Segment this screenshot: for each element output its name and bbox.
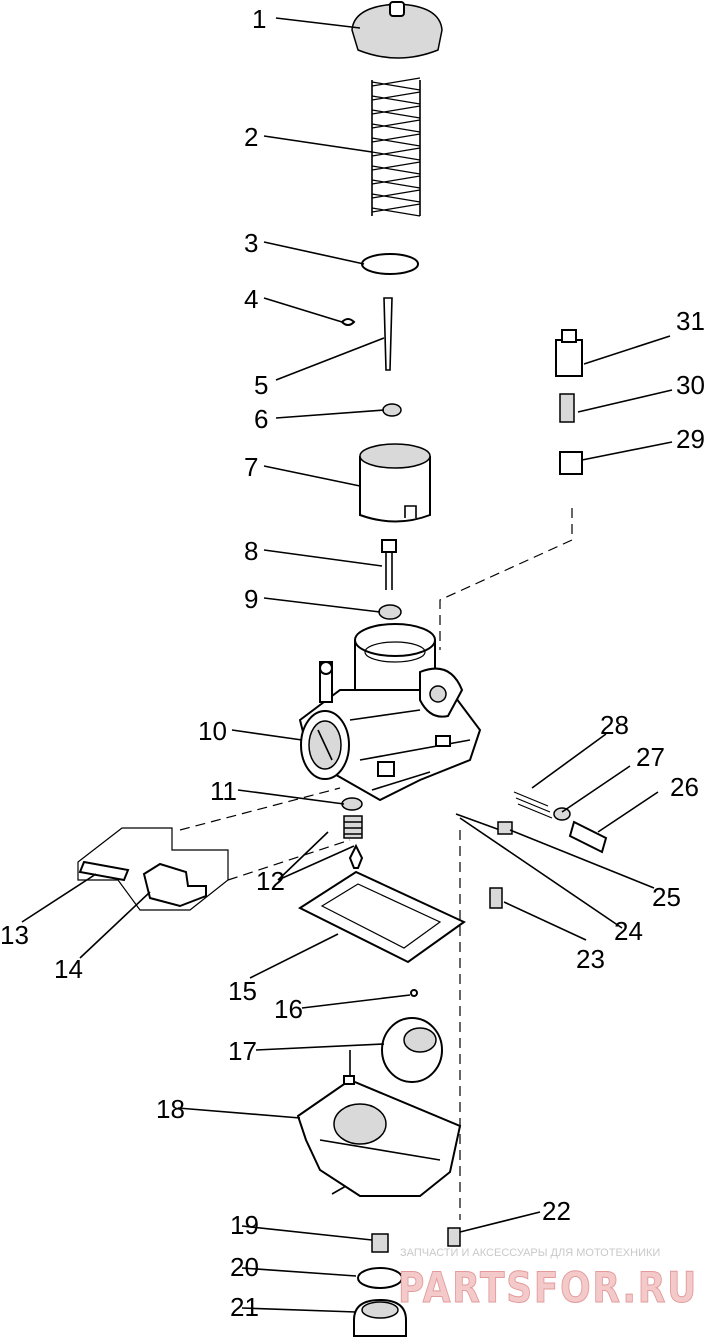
callout-9: 9 bbox=[244, 584, 258, 614]
callout-12: 12 bbox=[256, 866, 285, 896]
watermark-brand: PARTSFOR.RU bbox=[398, 1263, 698, 1312]
callout-11: 11 bbox=[210, 776, 237, 806]
callout-numbers: 1 2 3 4 5 6 7 8 9 10 11 12 13 14 15 16 1… bbox=[0, 4, 705, 1322]
callout-20: 20 bbox=[230, 1252, 259, 1282]
callout-22: 22 bbox=[542, 1196, 571, 1226]
callout-30: 30 bbox=[676, 370, 705, 400]
leader-lines bbox=[21, 17, 673, 1313]
part-21-drain-plug bbox=[353, 1298, 407, 1337]
callout-24: 24 bbox=[614, 916, 643, 946]
part-13-14-lever-box bbox=[77, 827, 229, 911]
part-19-main-jet bbox=[371, 1233, 389, 1253]
part-1-cap bbox=[351, 1, 443, 59]
callout-3: 3 bbox=[244, 228, 258, 258]
callout-2: 2 bbox=[244, 122, 258, 152]
callout-14: 14 bbox=[54, 954, 83, 984]
callout-13: 13 bbox=[0, 920, 29, 950]
part-11-nut bbox=[341, 797, 363, 811]
part-29-31-starter bbox=[555, 329, 583, 475]
reference-dashed-lines bbox=[179, 508, 573, 1220]
part-6-washer bbox=[382, 403, 402, 417]
part-4-clip bbox=[341, 318, 356, 326]
callout-6: 6 bbox=[254, 404, 268, 434]
part-18-float-bowl bbox=[296, 1050, 462, 1197]
part-5-needle bbox=[383, 297, 393, 371]
part-7-throttle-valve bbox=[359, 443, 431, 523]
part-15-gasket bbox=[297, 870, 466, 964]
callout-27: 27 bbox=[636, 742, 665, 772]
callout-16: 16 bbox=[274, 994, 303, 1024]
callout-29: 29 bbox=[676, 424, 705, 454]
callout-31: 31 bbox=[676, 306, 705, 336]
callout-23: 23 bbox=[576, 944, 605, 974]
watermark: ЗАПЧАСТИ И АКСЕССУАРЫ ДЛЯ МОТОТЕХНИКИ PA… bbox=[398, 1247, 698, 1313]
part-8-jet bbox=[381, 539, 397, 590]
part-26-28-air-screw bbox=[513, 791, 608, 854]
part-12-needle-valve bbox=[343, 815, 364, 869]
callout-5: 5 bbox=[254, 370, 268, 400]
callout-1: 1 bbox=[252, 4, 266, 34]
part-3-plate bbox=[361, 253, 419, 275]
callout-7: 7 bbox=[244, 452, 258, 482]
callout-19: 19 bbox=[230, 1210, 259, 1240]
part-17-float bbox=[381, 1017, 443, 1083]
callout-17: 17 bbox=[228, 1036, 257, 1066]
callout-4: 4 bbox=[244, 284, 258, 314]
part-24-25-adjuster bbox=[455, 813, 513, 835]
part-23-jet bbox=[489, 887, 503, 909]
callout-21: 21 bbox=[230, 1292, 259, 1322]
callout-26: 26 bbox=[670, 772, 699, 802]
watermark-subtitle: ЗАПЧАСТИ И АКСЕССУАРЫ ДЛЯ МОТОТЕХНИКИ bbox=[400, 1247, 660, 1259]
part-22-screw bbox=[447, 1227, 461, 1247]
part-10-carburetor-body bbox=[298, 623, 482, 802]
callout-8: 8 bbox=[244, 536, 258, 566]
callout-15: 15 bbox=[228, 976, 257, 1006]
part-9-ring bbox=[378, 604, 402, 620]
part-16-ball bbox=[410, 989, 418, 997]
callout-25: 25 bbox=[652, 882, 681, 912]
part-2-spring bbox=[371, 77, 421, 217]
callout-28: 28 bbox=[600, 710, 629, 740]
part-20-o-ring bbox=[357, 1267, 403, 1289]
callout-18: 18 bbox=[156, 1094, 185, 1124]
callout-10: 10 bbox=[198, 716, 227, 746]
